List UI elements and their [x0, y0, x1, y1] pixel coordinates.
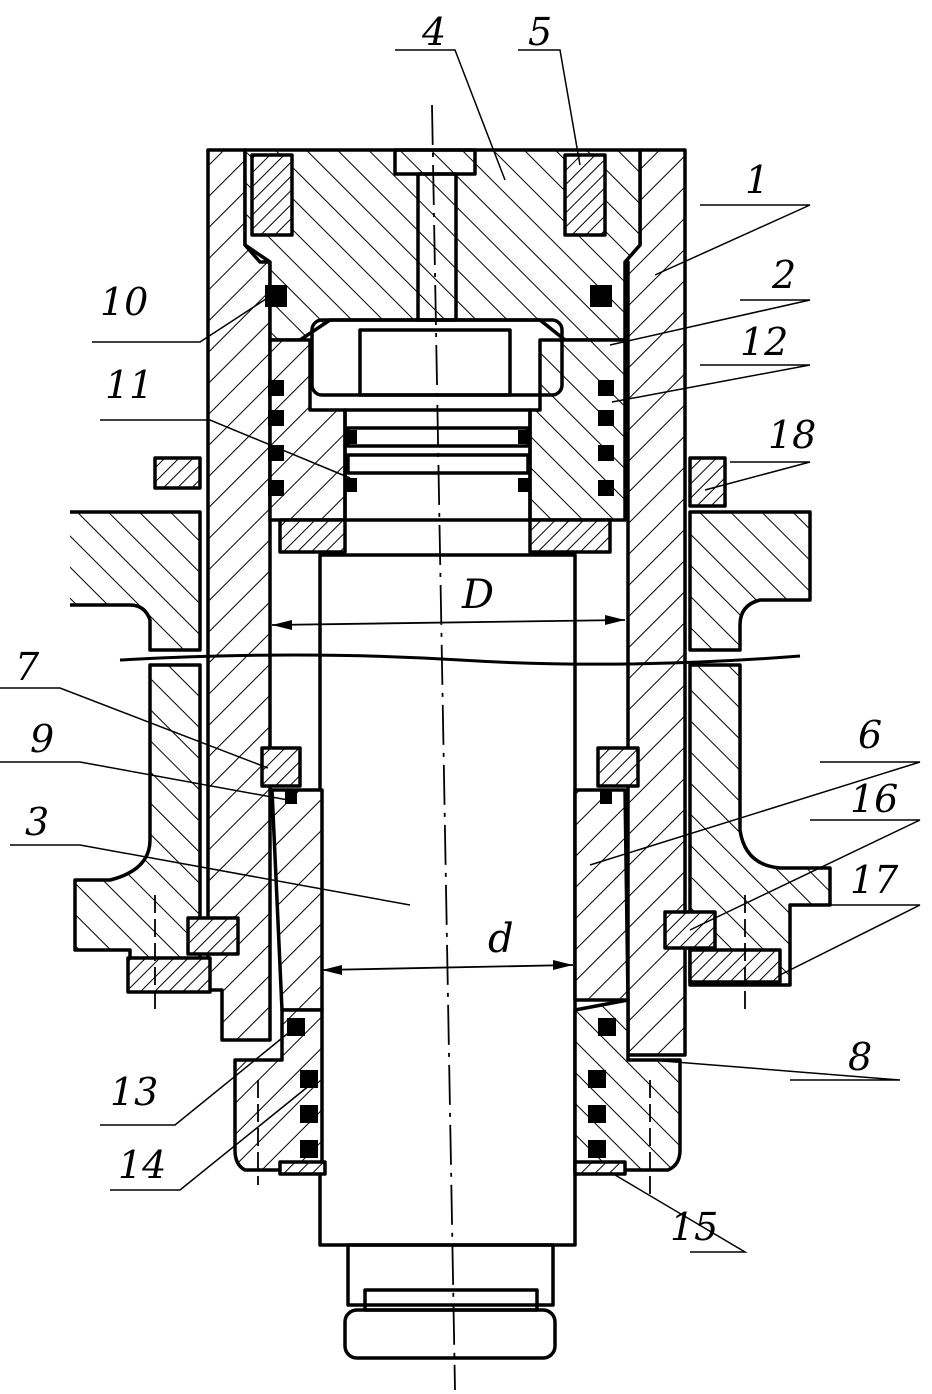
label-13: 13: [110, 1070, 158, 1114]
screws-part-5: [250, 153, 607, 237]
label-14: 14: [118, 1143, 166, 1187]
gland-part-8: [233, 998, 682, 1176]
label-5: 5: [528, 10, 552, 54]
leader-lines: [0, 49, 921, 1253]
label-15: 15: [670, 1205, 718, 1249]
housing-part-1: [206, 148, 687, 1057]
label-18: 18: [768, 413, 816, 457]
break-line: [119, 653, 801, 666]
label-9: 9: [30, 717, 54, 761]
bolt-axes: [154, 895, 746, 1195]
dimension-D: D: [271, 572, 626, 630]
dimension-D-label: D: [461, 572, 494, 618]
label-2: 2: [771, 253, 796, 297]
center-line: [431, 104, 456, 1391]
key-plate-16-17: [126, 910, 782, 994]
dimension-d: d: [321, 916, 574, 975]
label-1: 1: [745, 158, 769, 202]
dimension-d-label: d: [488, 916, 514, 962]
label-3: 3: [25, 800, 49, 844]
label-7: 7: [15, 645, 40, 689]
bolt-part-18: [153, 456, 727, 508]
label-11: 11: [105, 363, 153, 407]
part-labels: 1 2 3 4 5 6 7 8 9 10 11 12 13 14 15 16 1…: [15, 10, 899, 1249]
label-16: 16: [850, 777, 898, 821]
label-10: 10: [100, 280, 148, 324]
label-4: 4: [421, 10, 446, 54]
bushing-part-6: [260, 746, 640, 1012]
label-17: 17: [850, 858, 899, 902]
mounting-table: [70, 510, 832, 992]
label-8: 8: [848, 1035, 872, 1079]
piston-part-2: [268, 318, 627, 554]
label-12: 12: [740, 320, 788, 364]
label-6: 6: [858, 713, 882, 757]
